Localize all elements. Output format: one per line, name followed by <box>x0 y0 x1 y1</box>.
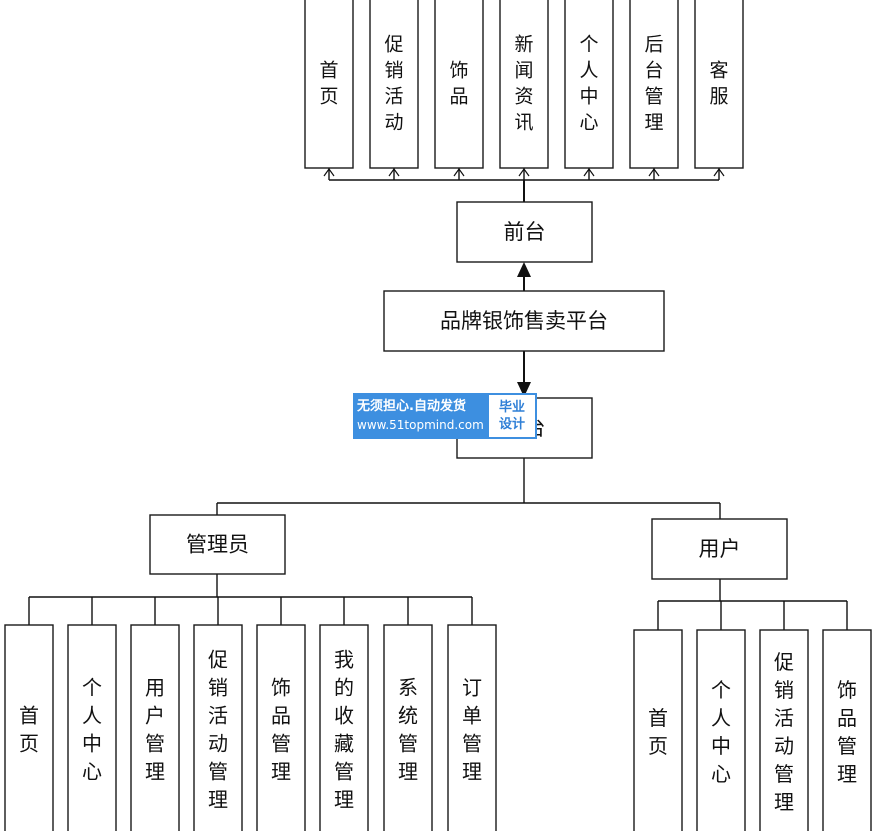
admin-node-label: 管理员 <box>186 533 249 557</box>
user-module-label: 首页 <box>648 706 668 758</box>
frontend-module-label: 客服 <box>709 60 728 108</box>
frontend-module-box: 促销活动 <box>369 0 419 169</box>
admin-module-box: 首页 <box>4 624 54 831</box>
root-node: 品牌银饰售卖平台 <box>383 290 665 352</box>
admin-module-label: 我的收藏管理 <box>334 648 354 812</box>
frontend-module-box: 饰品 <box>434 0 484 169</box>
frontend-module-box: 客服 <box>694 0 744 169</box>
frontend-module-box: 首页 <box>304 0 354 169</box>
frontend-module-label: 后台管理 <box>644 34 663 134</box>
user-node: 用户 <box>651 518 788 580</box>
user-module-label: 促销活动管理 <box>774 650 794 814</box>
frontend-module-arrow <box>713 167 725 177</box>
admin-module-label: 系统管理 <box>398 676 418 784</box>
admin-module-box: 订单管理 <box>447 624 497 831</box>
admin-module-label: 促销活动管理 <box>208 648 228 812</box>
frontend-module-label: 个人中心 <box>579 34 598 134</box>
admin-module-label: 个人中心 <box>82 676 102 784</box>
admin-module-label: 订单管理 <box>462 676 482 784</box>
watermark-badge-line1: 毕业 <box>498 400 525 415</box>
frontend-node-label: 前台 <box>504 220 546 244</box>
watermark-badge: 毕业 设计 <box>487 393 537 439</box>
root-node-label: 品牌银饰售卖平台 <box>440 309 608 333</box>
admin-module-box: 促销活动管理 <box>193 624 243 831</box>
child-connectors <box>28 167 848 630</box>
admin-module-label: 首页 <box>19 704 39 756</box>
frontend-module-arrow <box>583 167 595 177</box>
watermark-url: www.51topmind.com <box>357 418 484 432</box>
user-module-box: 促销活动管理 <box>759 629 809 831</box>
user-node-label: 用户 <box>699 537 741 561</box>
admin-module-box: 饰品管理 <box>256 624 306 831</box>
frontend-module-label: 新闻资讯 <box>514 34 533 134</box>
frontend-module-arrow <box>323 167 335 177</box>
user-module-label: 饰品管理 <box>837 678 857 786</box>
frontend-module-box: 新闻资讯 <box>499 0 549 169</box>
frontend-modules: 首页 促销活动 饰品 新闻资讯 个人中心 后台管理 客服 <box>304 0 744 169</box>
user-module-box: 首页 <box>633 629 683 831</box>
frontend-module-label: 饰品 <box>449 60 468 108</box>
frontend-module-arrow <box>453 167 465 177</box>
admin-module-box: 我的收藏管理 <box>319 624 369 831</box>
frontend-module-box: 后台管理 <box>629 0 679 169</box>
admin-module-box: 系统管理 <box>383 624 433 831</box>
admin-modules: 首页 个人中心 用户管理 促销活动管理 饰品管理 我的收藏管理 系统管理 订单管理 <box>4 624 497 831</box>
user-modules: 首页 个人中心 促销活动管理 饰品管理 <box>633 629 872 831</box>
frontend-module-arrow <box>648 167 660 177</box>
watermark-text-block: 无须担心.自动发货 www.51topmind.com <box>353 393 487 439</box>
frontend-module-arrow <box>518 167 530 177</box>
admin-module-label: 饰品管理 <box>271 676 291 784</box>
root-to-frontend-arrow <box>517 262 531 277</box>
user-module-box: 个人中心 <box>696 629 746 831</box>
frontend-module-arrow <box>388 167 400 177</box>
watermark-slogan: 无须担心.自动发货 <box>357 399 466 414</box>
frontend-node: 前台 <box>456 201 593 263</box>
admin-module-box: 个人中心 <box>67 624 117 831</box>
frontend-module-box: 个人中心 <box>564 0 614 169</box>
watermark-badge-line2: 设计 <box>498 417 525 432</box>
user-module-label: 个人中心 <box>711 678 731 786</box>
watermark-banner: 无须担心.自动发货 www.51topmind.com 毕业 设计 <box>353 393 537 439</box>
admin-module-box: 用户管理 <box>130 624 180 831</box>
admin-node: 管理员 <box>149 514 286 575</box>
admin-module-label: 用户管理 <box>145 676 165 784</box>
frontend-module-label: 首页 <box>319 60 338 108</box>
root-to-backend-arrow <box>517 382 531 397</box>
frontend-module-label: 促销活动 <box>384 34 403 134</box>
user-module-box: 饰品管理 <box>822 629 872 831</box>
